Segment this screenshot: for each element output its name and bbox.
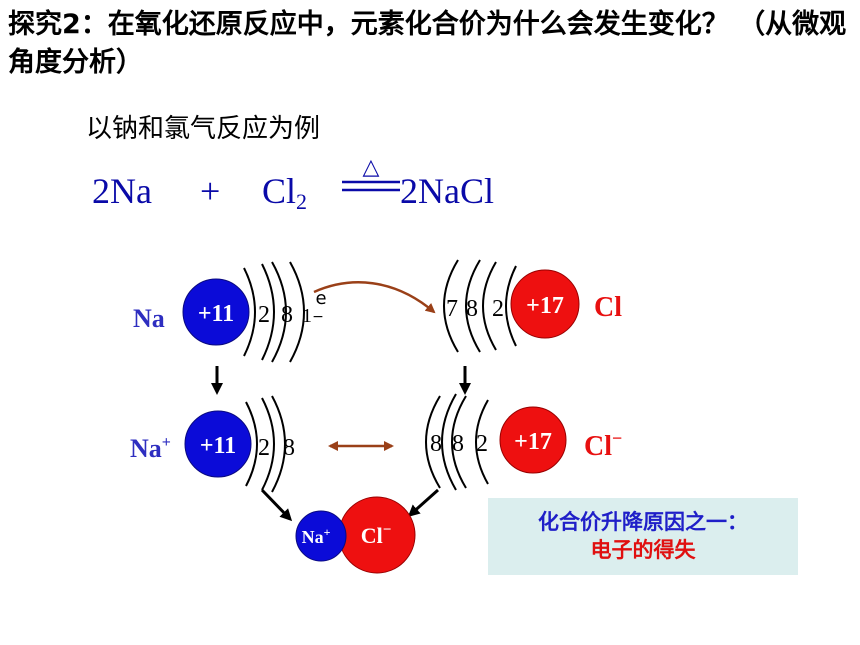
cl-ion-shell-count-2: 8 bbox=[452, 431, 464, 457]
na-ion-shell-count-2: 8 bbox=[283, 435, 295, 461]
na-atom-shell-count-2: 8 bbox=[281, 302, 293, 328]
cl-ion-nucleus bbox=[499, 406, 567, 474]
na-atom-shell-count-3: 1 bbox=[302, 305, 312, 327]
na-atom-shell-1 bbox=[243, 267, 256, 357]
cl-ion-shell-3 bbox=[425, 395, 441, 489]
cl-ion-nucleus-charge: +17 bbox=[514, 429, 552, 455]
cl-atom-shell-count-3: 2 bbox=[492, 296, 504, 322]
cl-atom-shell-1b bbox=[482, 261, 497, 351]
nacl-na-ball bbox=[295, 510, 347, 562]
page-title: 探究2：在氧化还原反应中，元素化合价为什么会发生变化？ （从微观角度分析） bbox=[8, 9, 847, 78]
equation-cl-subscript: 2 bbox=[296, 189, 308, 214]
cl-ion-shell-count-3: 2 bbox=[476, 431, 488, 457]
nacl-cl-label: Cl− bbox=[361, 522, 392, 548]
equation-plus: + bbox=[200, 171, 221, 211]
na-ion-nucleus-charge: +11 bbox=[200, 433, 236, 459]
cl-atom: 7 8 2 +17 Cl bbox=[443, 259, 622, 353]
electron-sign: − bbox=[312, 309, 324, 325]
na-ion-shell-count-1: 2 bbox=[258, 435, 270, 461]
na-atom-shell-3 bbox=[289, 261, 305, 363]
note-line-1: 化合价升降原因之一： bbox=[538, 510, 748, 534]
equation-product-nacl: 2NaCl bbox=[400, 171, 494, 211]
cl-ion-shell-count-1: 8 bbox=[430, 431, 442, 457]
cl-atom-label: Cl bbox=[594, 292, 622, 323]
conclusion-note: 化合价升降原因之一： 电子的得失 bbox=[488, 498, 798, 575]
cl-atom-nucleus-charge: +17 bbox=[526, 293, 564, 319]
cl-atom-shell-3 bbox=[443, 259, 459, 353]
na-ion-label: Na+ bbox=[130, 434, 171, 463]
note-line-2: 电子的得失 bbox=[590, 538, 696, 562]
na-ion-shell-2 bbox=[271, 395, 286, 493]
cl-ion-to-nacl-arrow bbox=[407, 488, 439, 517]
nacl-pair: Na+ Cl− bbox=[295, 496, 416, 574]
heat-condition-sign: △ bbox=[342, 155, 400, 192]
cl-atom-nucleus bbox=[510, 269, 580, 339]
cl-atom-shell-count-1: 7 bbox=[446, 296, 458, 322]
na-atom-shell-1b bbox=[261, 263, 275, 361]
cl-ion-shell-3b bbox=[441, 393, 457, 491]
electron-transfer-arrow bbox=[313, 281, 436, 314]
cl-ion-shell-2 bbox=[451, 395, 467, 489]
cl-ion-shell-1 bbox=[475, 399, 489, 485]
na-ion: Na+ +11 2 8 bbox=[130, 395, 295, 493]
na-ion-to-nacl-arrow bbox=[260, 488, 293, 522]
cl-atom-shell-1 bbox=[505, 265, 517, 347]
cl-atom-shell-count-2: 8 bbox=[466, 296, 478, 322]
na-ion-shell-1 bbox=[245, 401, 258, 487]
na-ion-nucleus bbox=[184, 410, 252, 478]
na-atom: Na +11 2 8 1 e − bbox=[133, 261, 327, 363]
heat-triangle-icon: △ bbox=[363, 155, 380, 180]
equation-reactant-cl2: Cl2 bbox=[262, 170, 307, 215]
na-atom-shell-2 bbox=[271, 261, 287, 363]
cl-ion: 8 8 2 +17 Cl− bbox=[425, 393, 622, 491]
electron-label: e bbox=[315, 288, 326, 309]
na-atom-shell-count-1: 2 bbox=[258, 302, 270, 328]
na-atom-label: Na bbox=[133, 304, 165, 333]
equation-reactant-na: 2Na bbox=[92, 171, 152, 211]
cl-ion-label: Cl− bbox=[584, 428, 622, 462]
example-subtitle: 以钠和氯气反应为例 bbox=[86, 114, 321, 144]
na-ion-shell-1b bbox=[261, 397, 275, 491]
equation-cl: Cl bbox=[262, 171, 297, 211]
na-atom-nucleus-charge: +11 bbox=[198, 301, 234, 327]
na-atom-nucleus bbox=[182, 278, 250, 346]
nacl-na-label: Na+ bbox=[302, 525, 331, 547]
cl-atom-shell-2 bbox=[465, 259, 481, 353]
